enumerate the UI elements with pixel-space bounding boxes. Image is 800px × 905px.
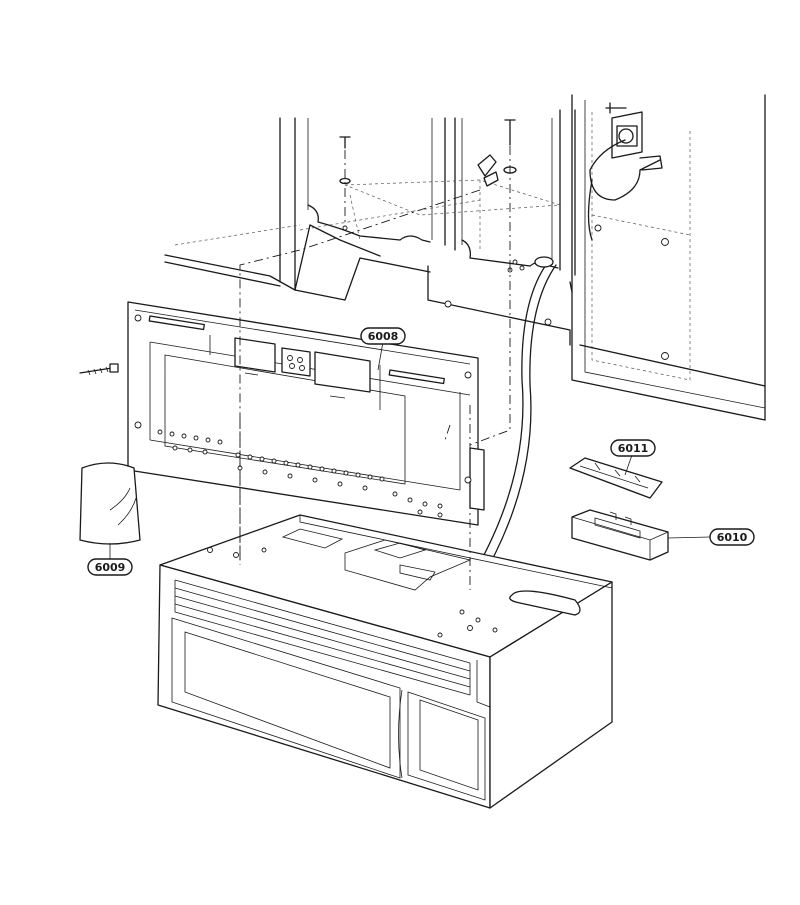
power-cord bbox=[587, 139, 663, 241]
callout-6009: 6009 bbox=[87, 543, 133, 576]
callout-6011: 6011 bbox=[610, 439, 656, 476]
callout-label-6011: 6011 bbox=[618, 442, 649, 455]
callout-label-6008: 6008 bbox=[368, 330, 399, 343]
callout-label-6009: 6009 bbox=[95, 561, 126, 574]
microwave-oven bbox=[157, 514, 613, 809]
callout-label-6010: 6010 bbox=[717, 531, 748, 544]
assembly-guide-lines bbox=[239, 146, 511, 590]
wall-cabinet-assembly bbox=[164, 94, 766, 421]
cabinet-screw-left bbox=[339, 136, 351, 185]
damper-flap bbox=[569, 457, 663, 499]
toggle-bolt bbox=[477, 154, 499, 187]
power-outlet bbox=[611, 111, 643, 159]
callout-6008: 6008 bbox=[360, 327, 406, 371]
wall-screw-left bbox=[79, 363, 119, 376]
template-pack bbox=[79, 462, 141, 545]
callout-6010: 6010 bbox=[667, 528, 755, 546]
mounting-plate bbox=[127, 301, 485, 526]
mounting-plate-holes bbox=[157, 429, 443, 518]
wall-outlet-screw bbox=[605, 102, 627, 114]
damper-base bbox=[571, 509, 669, 561]
